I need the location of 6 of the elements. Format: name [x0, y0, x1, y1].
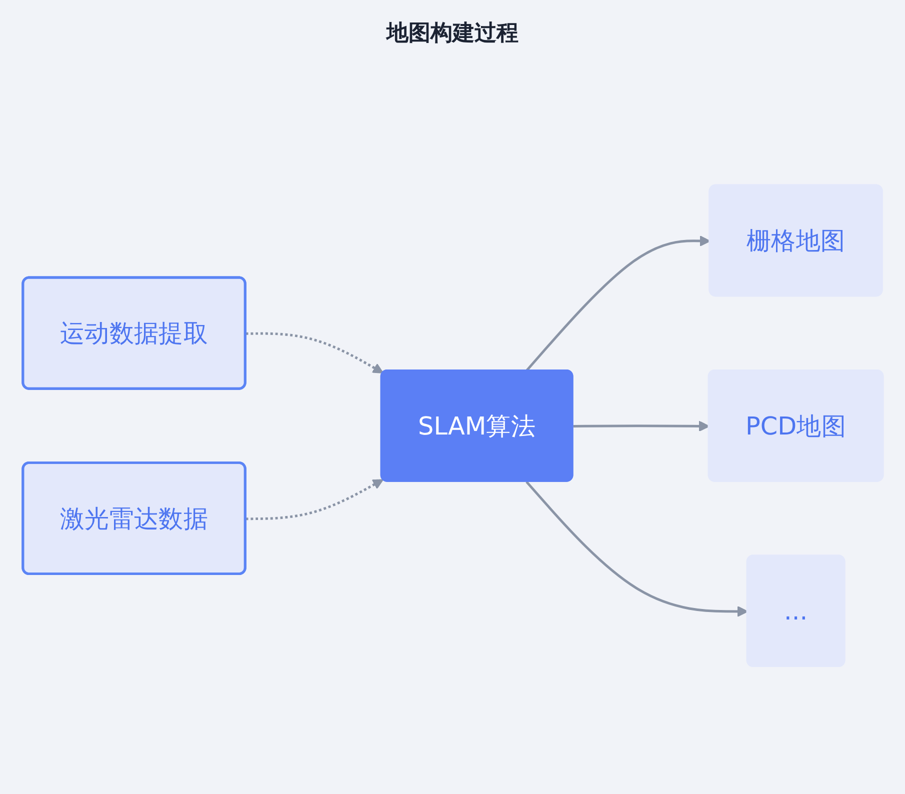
arrow: [245, 480, 384, 520]
diagram-title: 地图构建过程: [386, 20, 518, 48]
arrow: [525, 481, 748, 618]
arrow: [525, 236, 710, 372]
arrow: [245, 332, 384, 374]
arrow: [572, 421, 710, 432]
